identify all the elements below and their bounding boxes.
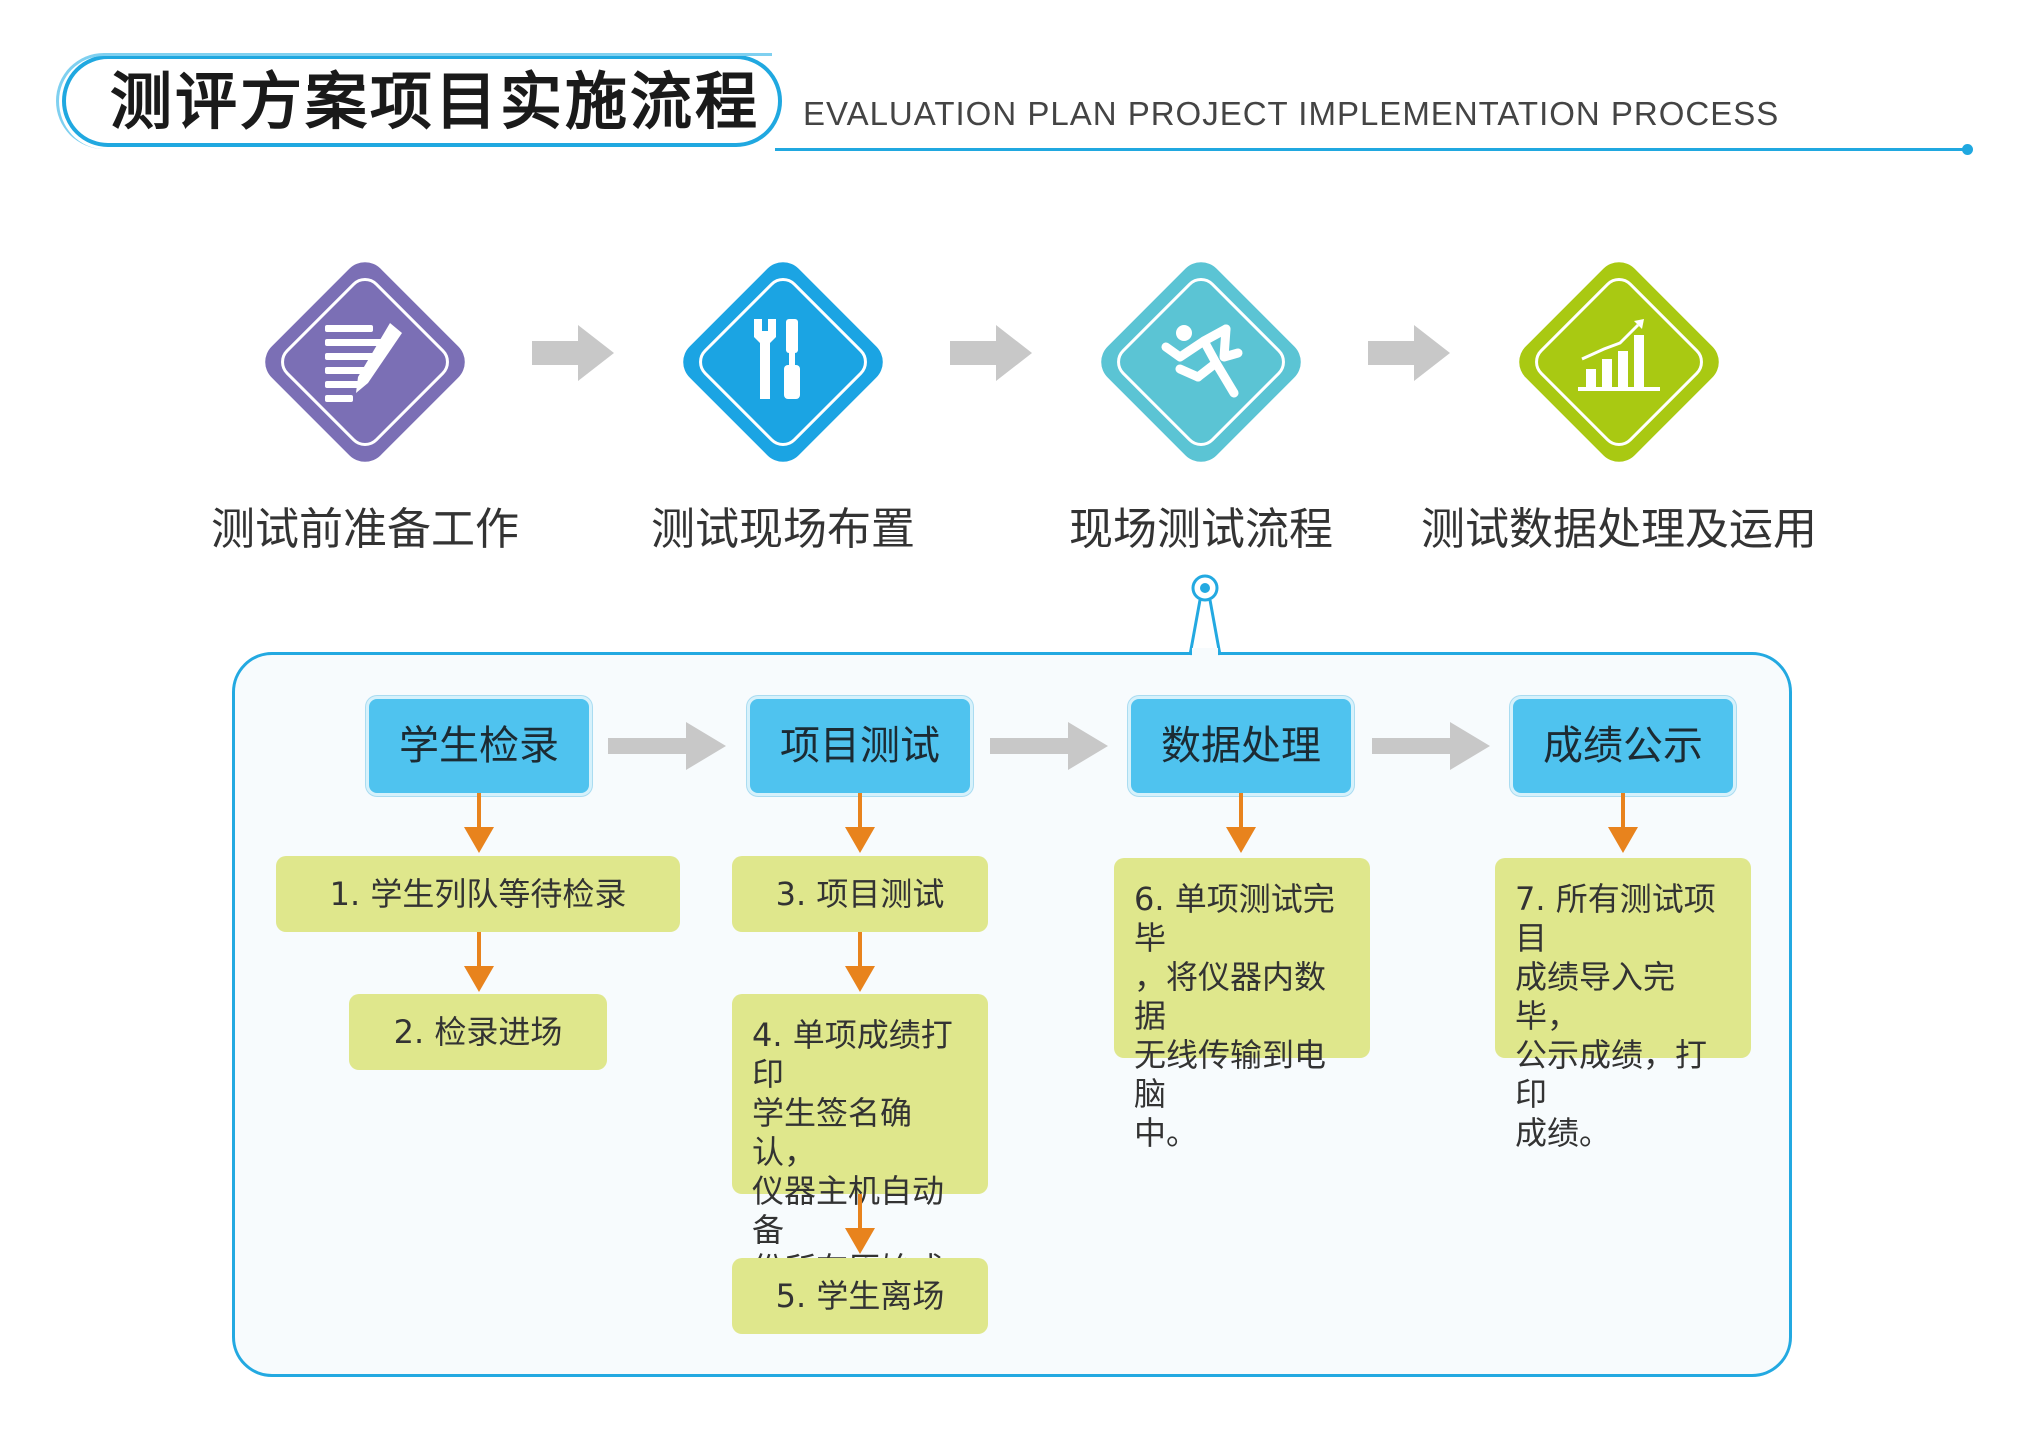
step-data-processing: 数据处理	[1131, 699, 1351, 793]
arrow-right-icon	[990, 722, 1108, 770]
arrow-right-icon	[532, 325, 614, 381]
arrow-down-icon	[1226, 793, 1256, 853]
step-item-test: 项目测试	[750, 699, 970, 793]
step-student-checkin: 学生检录	[369, 699, 589, 793]
document-pen-icon	[265, 262, 465, 462]
phase-label-data-usage: 测试数据处理及运用	[1421, 504, 1817, 555]
note-wireless-transfer: 6. 单项测试完毕 ，将仪器内数据 无线传输到电脑 中。	[1114, 858, 1370, 1152]
arrow-right-icon	[950, 325, 1032, 381]
arrow-down-icon	[464, 793, 494, 853]
arrow-down-icon	[1608, 793, 1638, 853]
note-print-and-backup: 4. 单项成绩打印 学生签名确认， 仪器主机自动备 份所有原始成绩。	[732, 994, 988, 1327]
tools-icon	[683, 262, 883, 462]
runner-icon	[1101, 262, 1301, 462]
arrow-right-icon	[1372, 722, 1490, 770]
arrow-down-icon	[845, 1194, 875, 1254]
page-subtitle: EVALUATION PLAN PROJECT IMPLEMENTATION P…	[803, 95, 1780, 132]
phase-label-preparation: 测试前准备工作	[211, 504, 519, 555]
arrow-down-icon	[464, 932, 494, 992]
phase-label-site-setup: 测试现场布置	[651, 504, 915, 555]
note-item-test: 3. 项目测试	[732, 856, 988, 932]
note-import-publish: 7. 所有测试项目 成绩导入完毕， 公示成绩，打印 成绩。	[1495, 858, 1751, 1152]
bar-chart-icon	[1519, 262, 1719, 462]
header-divider	[775, 148, 1970, 151]
note-student-leave: 5. 学生离场	[732, 1258, 988, 1334]
note-enter-venue: 2. 检录进场	[349, 994, 607, 1070]
phase-label-testing-process: 现场测试流程	[1069, 504, 1333, 555]
step-results-publication: 成绩公示	[1513, 699, 1733, 793]
header-divider-dot	[1962, 144, 1973, 155]
arrow-right-icon	[1368, 325, 1450, 381]
arrow-down-icon	[845, 793, 875, 853]
title-frame	[56, 53, 782, 149]
callout-pointer	[1188, 574, 1222, 658]
page-title: 测评方案项目实施流程	[110, 65, 761, 138]
arrow-down-icon	[845, 932, 875, 992]
note-queue-checkin: 1. 学生列队等待检录	[276, 856, 680, 932]
arrow-right-icon	[608, 722, 726, 770]
